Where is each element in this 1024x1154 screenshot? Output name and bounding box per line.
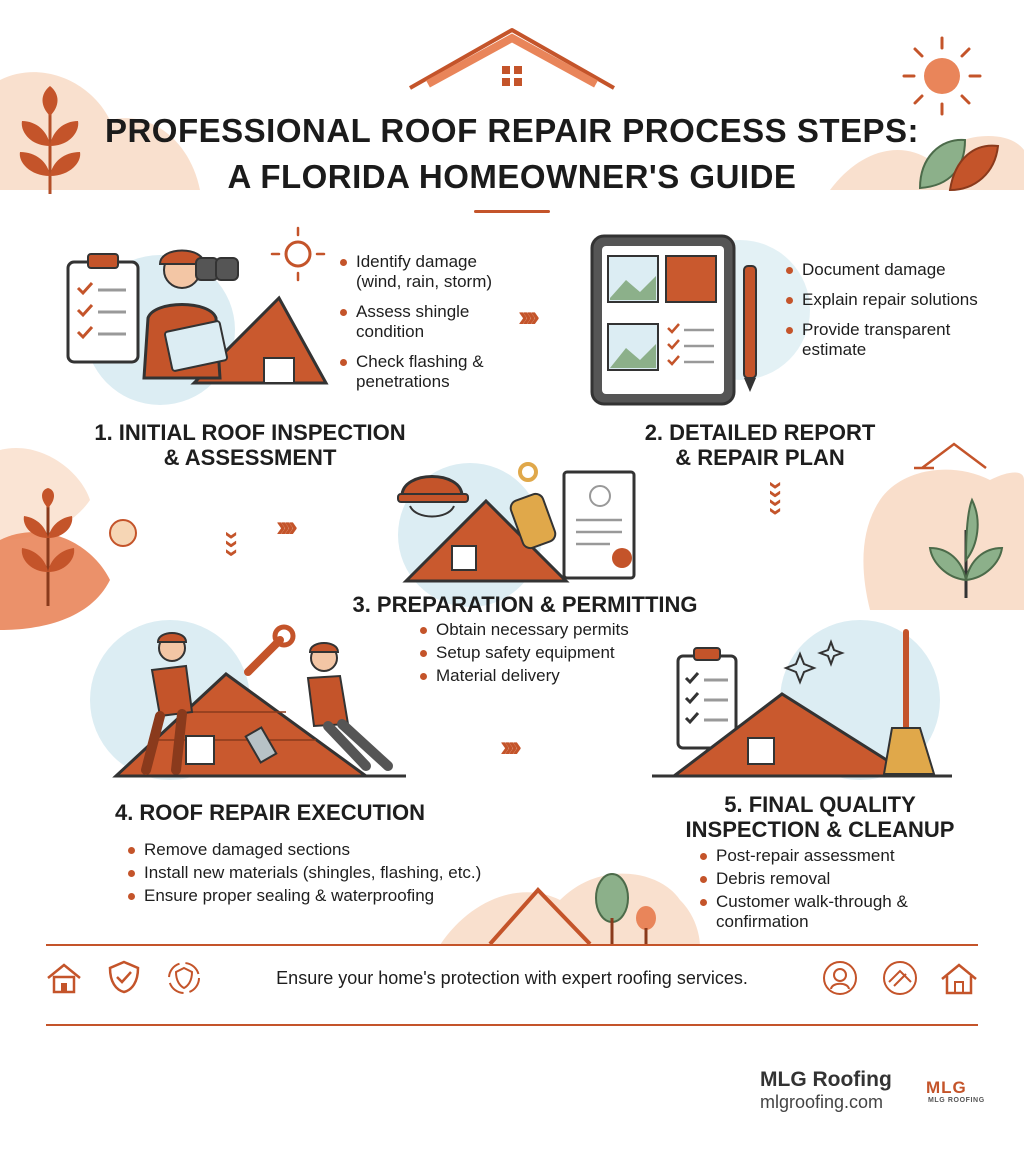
- brand-url[interactable]: mlgroofing.com: [760, 1092, 884, 1112]
- list-item: Document damage: [786, 260, 986, 280]
- footer-divider-top: [46, 944, 978, 946]
- list-item: Ensure proper sealing & waterproofing: [128, 886, 508, 906]
- arrow-right-icon-2: ››››: [276, 510, 298, 543]
- arrow-right-icon-3: ››››: [500, 730, 522, 763]
- list-item: Identify damage (wind, rain, storm): [340, 252, 520, 292]
- report-tablet-illustration: [590, 234, 757, 406]
- list-item: Provide transparent estimate: [786, 320, 986, 360]
- sun-small-icon: [270, 226, 326, 282]
- arrow-down-icon-2: ›››: [218, 530, 248, 557]
- step2-bullets: Document damage Explain repair solutions…: [786, 260, 986, 370]
- list-item: Assess shingle condition: [340, 302, 520, 342]
- home-outline-icon: [941, 963, 977, 995]
- permit-illustration: [397, 462, 636, 583]
- list-item: Material delivery: [420, 666, 670, 686]
- list-item: Post-repair assessment: [700, 846, 940, 866]
- footer-divider-bottom: [46, 1024, 978, 1026]
- brand-logo: MLG: [926, 1078, 967, 1097]
- brand-logo-subtext: MLG ROOFING: [928, 1097, 985, 1104]
- step5-title: 5. FINAL QUALITY INSPECTION & CLEANUP: [685, 792, 955, 842]
- step1-title: 1. INITIAL ROOF INSPECTION & ASSESSMENT: [94, 420, 406, 470]
- roof-tools-icon: [883, 961, 917, 995]
- list-item: Setup safety equipment: [420, 643, 670, 663]
- footer-tagline: Ensure your home's protection with exper…: [276, 968, 748, 988]
- step3-bullets: Obtain necessary permits Setup safety eq…: [420, 620, 670, 689]
- shield-cycle-icon: [168, 962, 200, 994]
- house-outline-icon: [914, 442, 987, 470]
- brand-name: MLG Roofing: [760, 1068, 892, 1091]
- list-item: Check flashing & penetrations: [340, 352, 520, 392]
- step5-bullets: Post-repair assessment Debris removal Cu…: [700, 846, 940, 935]
- step4-title: 4. ROOF REPAIR EXECUTION: [114, 800, 426, 825]
- list-item: Remove damaged sections: [128, 840, 508, 860]
- repair-workers-illustration: [112, 624, 406, 778]
- arrow-down-icon: ››››: [762, 481, 792, 516]
- plant-right-icon: [928, 497, 1004, 598]
- step2-title: 2. DETAILED REPORT & REPAIR PLAN: [644, 420, 876, 470]
- list-item: Debris removal: [700, 869, 940, 889]
- sun-icon: [902, 36, 982, 116]
- plant-icon: [19, 86, 81, 194]
- inspector-illustration: [66, 249, 329, 385]
- cleanup-illustration: [652, 629, 952, 778]
- shield-check-icon: [108, 960, 140, 994]
- top-house-icon: [409, 28, 615, 90]
- page-title-line1: PROFESSIONAL ROOF REPAIR PROCESS STEPS:: [104, 112, 920, 149]
- house-icon: [47, 963, 81, 994]
- list-item: Explain repair solutions: [786, 290, 986, 310]
- sun-circle-icon: [109, 519, 137, 547]
- list-item: Customer walk-through & confirmation: [700, 892, 940, 932]
- house-trees-illustration: [488, 873, 656, 946]
- worker-icon: [823, 961, 857, 995]
- step4-bullets: Remove damaged sections Install new mate…: [128, 840, 508, 909]
- step3-title: 3. PREPARATION & PERMITTING: [352, 592, 698, 617]
- arrow-right-icon: ››››: [518, 300, 540, 333]
- title-divider: [474, 210, 550, 213]
- step1-bullets: Identify damage (wind, rain, storm) Asse…: [340, 252, 520, 402]
- page-title-line2: A FLORIDA HOMEOWNER'S GUIDE: [227, 158, 797, 195]
- leaf-icon: [918, 138, 1000, 192]
- list-item: Obtain necessary permits: [420, 620, 670, 640]
- plant-left-icon: [21, 488, 75, 606]
- list-item: Install new materials (shingles, flashin…: [128, 863, 508, 883]
